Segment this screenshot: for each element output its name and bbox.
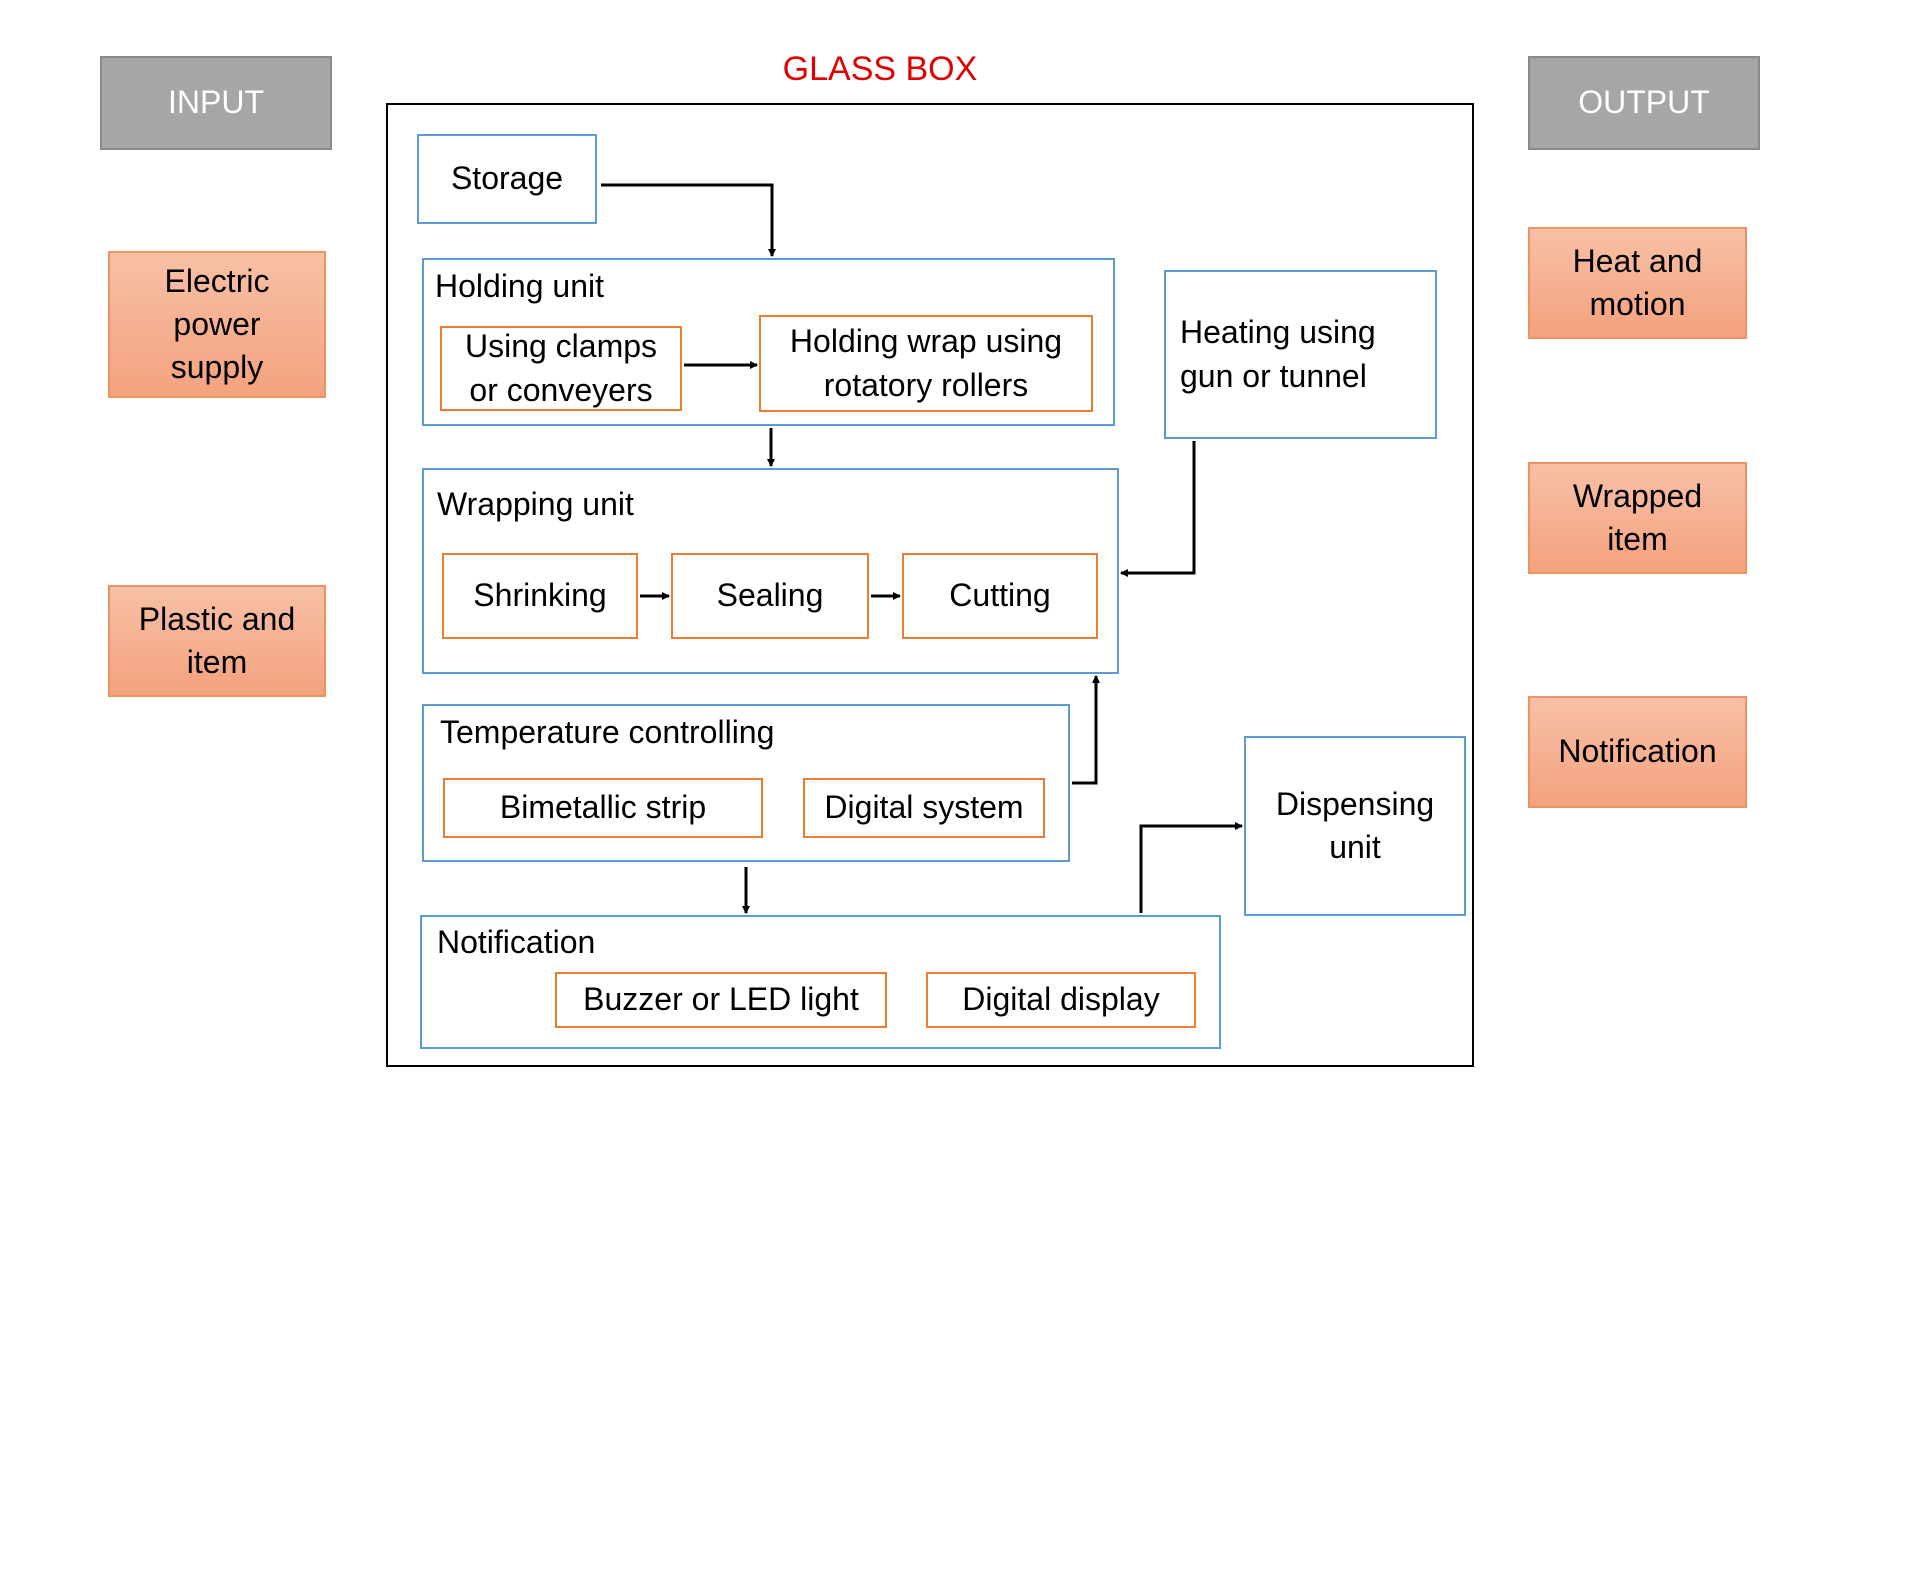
input-electric-power-supply: Electric power supply	[108, 251, 326, 398]
temperature-controlling-title: Temperature controlling	[440, 714, 775, 750]
digital-display-box: Digital display	[926, 972, 1196, 1028]
output-heat-and-motion: Heat and motion	[1528, 227, 1747, 339]
arrow-storage-to-holding	[601, 183, 776, 257]
storage-box: Storage	[417, 134, 597, 224]
holding-clamps-box: Using clamps or conveyers	[440, 326, 682, 411]
holding-rollers-box: Holding wrap using rotatory rollers	[759, 315, 1093, 412]
arrow-temperature-to-wrapping	[1072, 675, 1100, 785]
sealing-box: Sealing	[671, 553, 869, 639]
holding-unit-title: Holding unit	[435, 268, 604, 304]
bimetallic-strip-box: Bimetallic strip	[443, 778, 763, 838]
digital-system-box: Digital system	[803, 778, 1045, 838]
arrow-heating-to-wrapping	[1120, 441, 1196, 577]
glass-box-container	[386, 103, 1474, 1067]
arrow-notification-to-dispensing	[1139, 822, 1243, 913]
wrapping-unit-title: Wrapping unit	[437, 486, 634, 522]
input-plastic-and-item: Plastic and item	[108, 585, 326, 697]
dispensing-unit-box: Dispensing unit	[1244, 736, 1466, 916]
output-notification: Notification	[1528, 696, 1747, 808]
diagram-title: GLASS BOX	[782, 50, 978, 88]
cutting-box: Cutting	[902, 553, 1098, 639]
notification-title: Notification	[437, 924, 596, 960]
output-header: OUTPUT	[1528, 56, 1760, 150]
input-header: INPUT	[100, 56, 332, 150]
buzzer-led-box: Buzzer or LED light	[555, 972, 887, 1028]
shrinking-box: Shrinking	[442, 553, 638, 639]
output-wrapped-item: Wrapped item	[1528, 462, 1747, 574]
heating-box: Heating using gun or tunnel	[1164, 270, 1437, 439]
